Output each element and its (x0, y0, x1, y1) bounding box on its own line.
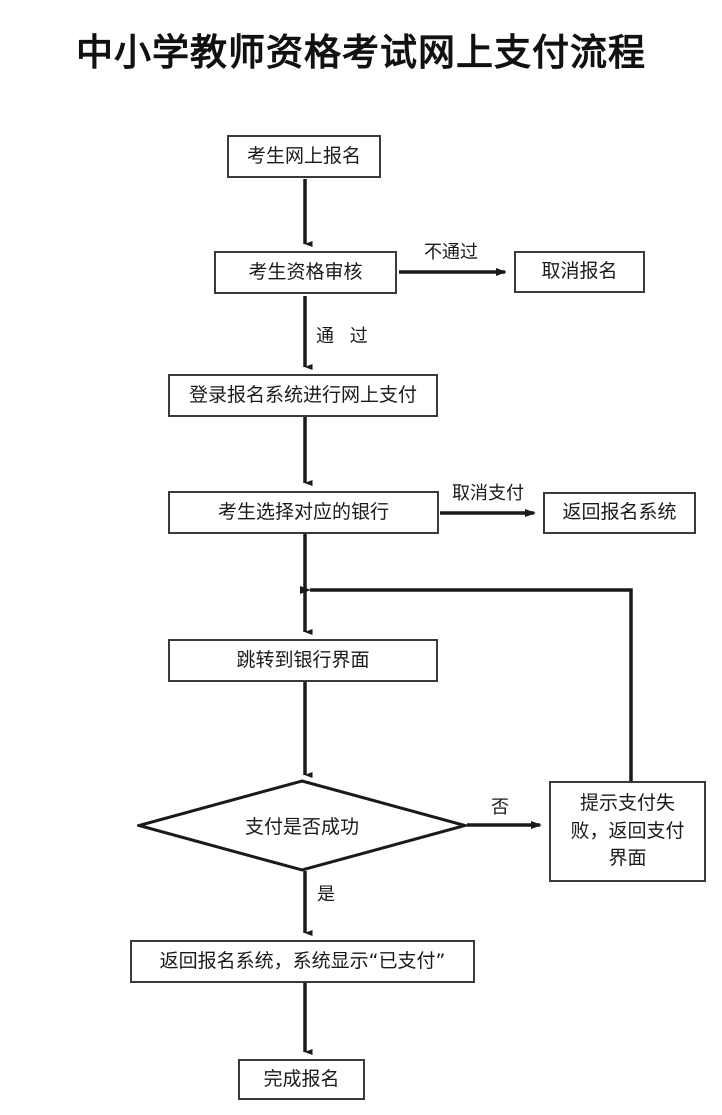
node-payment-success-decision[interactable]: 支付是否成功 (137, 779, 467, 872)
node-back-to-registration-system[interactable]: 返回报名系统 (543, 492, 696, 534)
node-select-bank[interactable]: 考生选择对应的银行 (168, 491, 439, 534)
node-apply-online[interactable]: 考生网上报名 (227, 135, 381, 178)
edge-label-cancel-payment: 取消支付 (452, 483, 524, 504)
node-finish-registration[interactable]: 完成报名 (238, 1059, 365, 1100)
node-jump-to-bank-page[interactable]: 跳转到银行界面 (168, 639, 438, 682)
diamond-shape (137, 779, 467, 872)
edge-label-not-passed: 不通过 (424, 242, 478, 263)
node-qualification-review[interactable]: 考生资格审核 (214, 251, 397, 294)
node-paid-status[interactable]: 返回报名系统，系统显示“已支付” (130, 940, 475, 983)
node-cancel-registration[interactable]: 取消报名 (514, 251, 645, 293)
page-title: 中小学教师资格考试网上支付流程 (76, 30, 646, 74)
payment-failed-line-1: 提示支付失 (579, 792, 675, 815)
payment-failed-line-3: 界面 (608, 847, 647, 870)
edge-label-yes: 是 (317, 884, 335, 905)
edge-label-no: 否 (491, 797, 509, 818)
node-login-online-payment[interactable]: 登录报名系统进行网上支付 (168, 374, 438, 417)
payment-failed-line-2: 败，返回支付 (570, 819, 685, 842)
node-payment-failed-notice[interactable]: 提示支付失 败，返回支付 界面 (549, 781, 706, 882)
edge-label-passed: 通 过 (316, 326, 373, 347)
